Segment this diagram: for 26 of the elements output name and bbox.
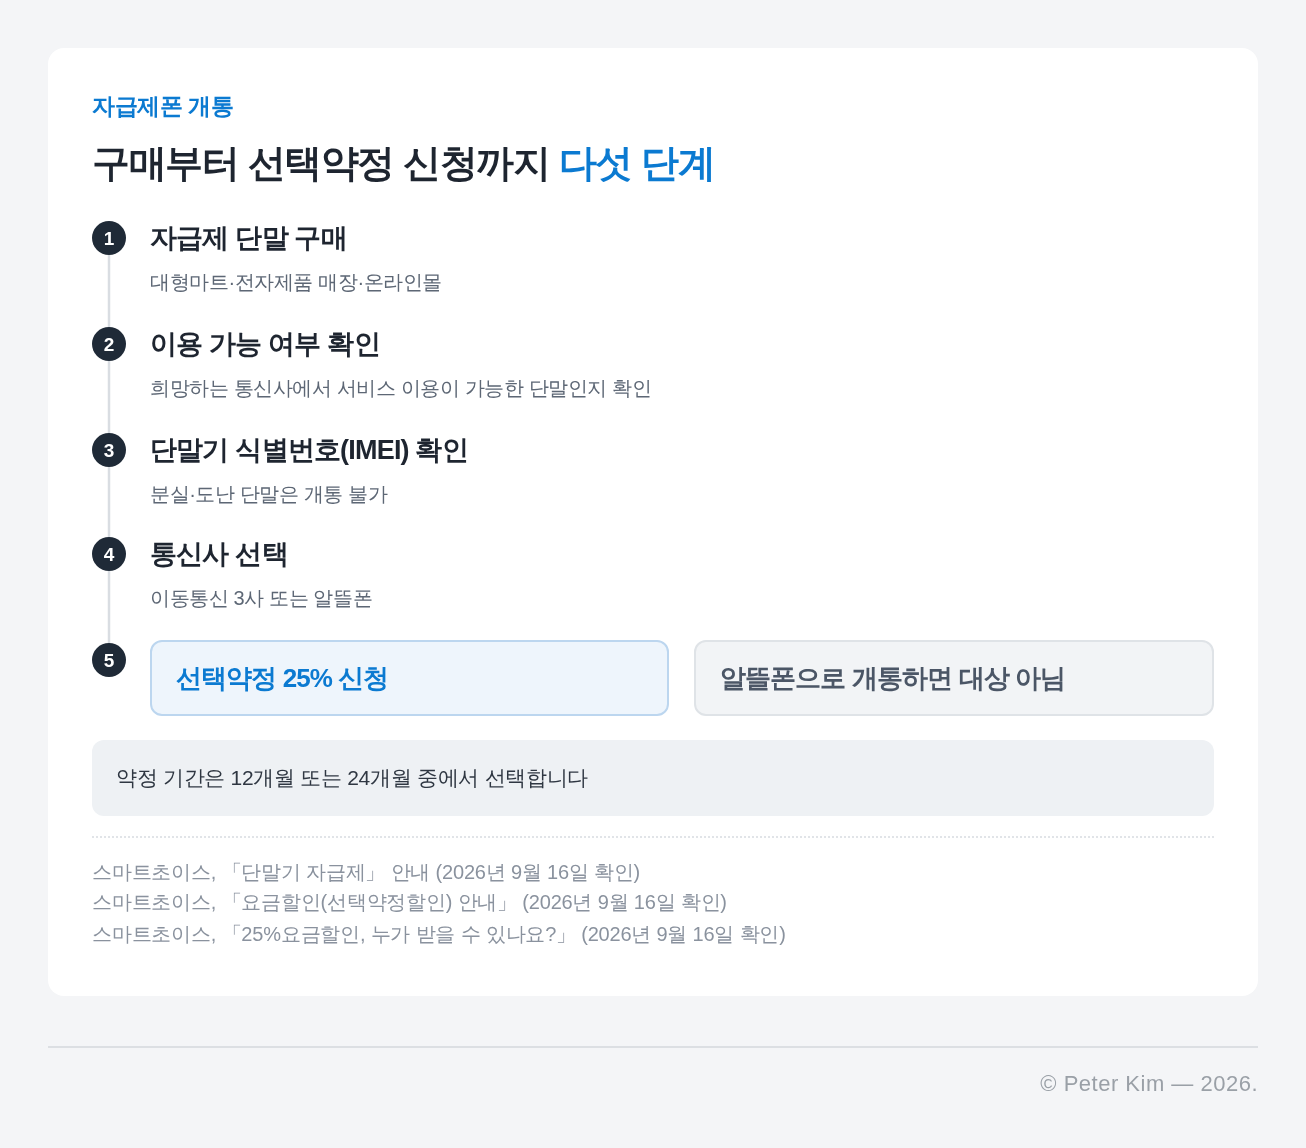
step-number-circle: 4 xyxy=(92,537,126,571)
step-description: 희망하는 통신사에서 서비스 이용이 가능한 단말인지 확인 xyxy=(150,376,652,401)
info-note-box: 약정 기간은 12개월 또는 24개월 중에서 선택합니다 xyxy=(92,740,1214,816)
step-description: 분실·도난 단말은 개통 불가 xyxy=(150,482,388,507)
step-heading: 통신사 선택 xyxy=(150,538,288,571)
step-number-circle: 1 xyxy=(92,221,126,255)
timeline-connector xyxy=(107,255,111,327)
step-number-circle: 3 xyxy=(92,433,126,467)
step-number-circle: 5 xyxy=(92,643,126,677)
copyright-text: © Peter Kim — 2026. xyxy=(1040,1070,1258,1098)
timeline-connector xyxy=(107,467,111,537)
source-citation: 스마트초이스, 「요금할인(선택약정할인) 안내」 (2026년 9월 16일 확인) xyxy=(92,890,727,915)
step-heading: 단말기 식별번호(IMEI) 확인 xyxy=(150,434,468,467)
step-number-circle: 2 xyxy=(92,327,126,361)
timeline-connector xyxy=(107,361,111,433)
exception-note-box: 알뜰폰으로 개통하면 대상 아님 xyxy=(694,640,1214,716)
source-citation: 스마트초이스, 「단말기 자급제」 안내 (2026년 9월 16일 확인) xyxy=(92,860,641,885)
step-description: 이동통신 3사 또는 알뜰폰 xyxy=(150,586,373,611)
step-description: 대형마트·전자제품 매장·온라인몰 xyxy=(150,270,443,295)
step-heading: 자급제 단말 구매 xyxy=(150,222,347,255)
eyebrow-text: 자급제폰 개통 xyxy=(92,92,234,121)
timeline-connector xyxy=(107,571,111,643)
action-step-box: 선택약정 25% 신청 xyxy=(150,640,669,716)
step-heading: 이용 가능 여부 확인 xyxy=(150,328,380,361)
page-title: 구매부터 선택약정 신청까지 다섯 단계 xyxy=(92,141,715,186)
source-citation: 스마트초이스, 「25%요금할인, 누가 받을 수 있나요?」 (2026년 9월 16일 확인) xyxy=(92,922,786,947)
